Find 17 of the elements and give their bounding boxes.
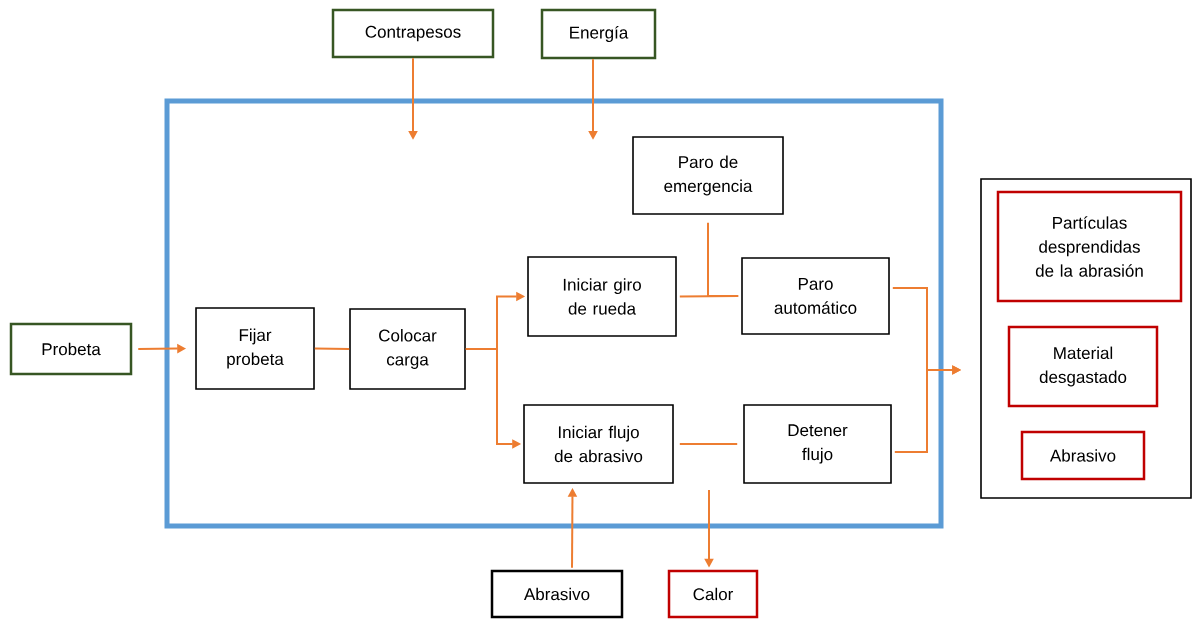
process-box: Iniciar giro de rueda bbox=[527, 256, 677, 337]
input-box: Probeta bbox=[9, 322, 133, 376]
output-box: Abrasivo bbox=[1020, 430, 1146, 481]
input-box: Abrasivo bbox=[490, 569, 624, 619]
process-box: Paro de emergencia bbox=[632, 136, 784, 215]
process-box: Detener flujo bbox=[743, 404, 892, 484]
output-box: Partículas desprendidas de la abrasión bbox=[996, 190, 1183, 303]
output-box: Calor bbox=[667, 569, 759, 619]
input-box: Energía bbox=[540, 8, 657, 60]
outputs-box bbox=[980, 178, 1192, 499]
input-box: Contrapesos bbox=[331, 8, 495, 59]
process-box: Paro automático bbox=[741, 257, 890, 335]
process-box: Fijar probeta bbox=[195, 307, 315, 390]
process-box: Colocar carga bbox=[349, 308, 466, 390]
process-box: Iniciar flujo de abrasivo bbox=[523, 404, 674, 484]
output-box: Material desgastado bbox=[1007, 325, 1159, 408]
system-boundary-box bbox=[164, 98, 944, 529]
